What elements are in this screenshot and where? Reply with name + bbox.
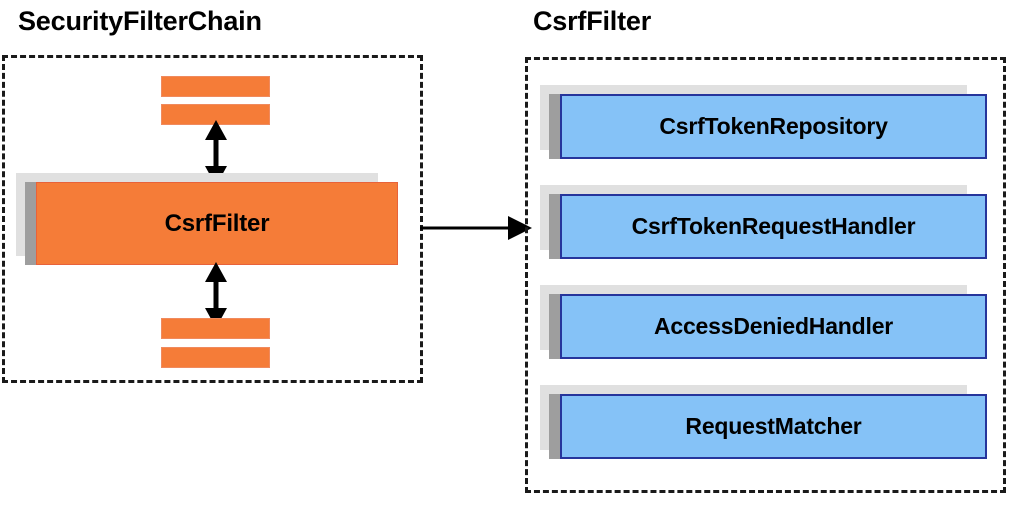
panel-security-filter-chain — [2, 55, 423, 383]
box-face: RequestMatcher — [560, 394, 987, 459]
filter-box-csrf-filter[interactable]: CsrfFilter — [16, 173, 398, 265]
collaborator-box-csrf-token-repository[interactable]: CsrfTokenRepository — [540, 85, 987, 159]
filter-bar-below-1 — [161, 318, 270, 339]
filter-box-label: CsrfFilter — [164, 209, 270, 237]
connector-expand-link-arrow — [420, 216, 532, 240]
collaborator-box-label: AccessDeniedHandler — [653, 313, 894, 339]
collaborator-box-label: CsrfTokenRepository — [659, 113, 888, 139]
box-face: CsrfTokenRequestHandler — [560, 194, 987, 259]
filter-bar-above-2 — [161, 76, 270, 97]
collaborator-box-label: CsrfTokenRequestHandler — [631, 213, 916, 239]
panel-title-csrf-filter: CsrfFilter — [533, 6, 652, 36]
collaborator-box-label: RequestMatcher — [685, 413, 862, 439]
collaborator-box-csrf-token-request-handler[interactable]: CsrfTokenRequestHandler — [540, 185, 987, 259]
box-face: CsrfFilter — [36, 182, 398, 265]
filter-bar-below-2 — [161, 347, 270, 368]
collaborator-box-access-denied-handler[interactable]: AccessDeniedHandler — [540, 285, 987, 359]
collaborator-box-request-matcher[interactable]: RequestMatcher — [540, 385, 987, 459]
box-face: CsrfTokenRepository — [560, 94, 987, 159]
panel-title-security-filter-chain: SecurityFilterChain — [18, 6, 262, 36]
box-face: AccessDeniedHandler — [560, 294, 987, 359]
panel-csrf-filter-detail — [525, 57, 1006, 493]
